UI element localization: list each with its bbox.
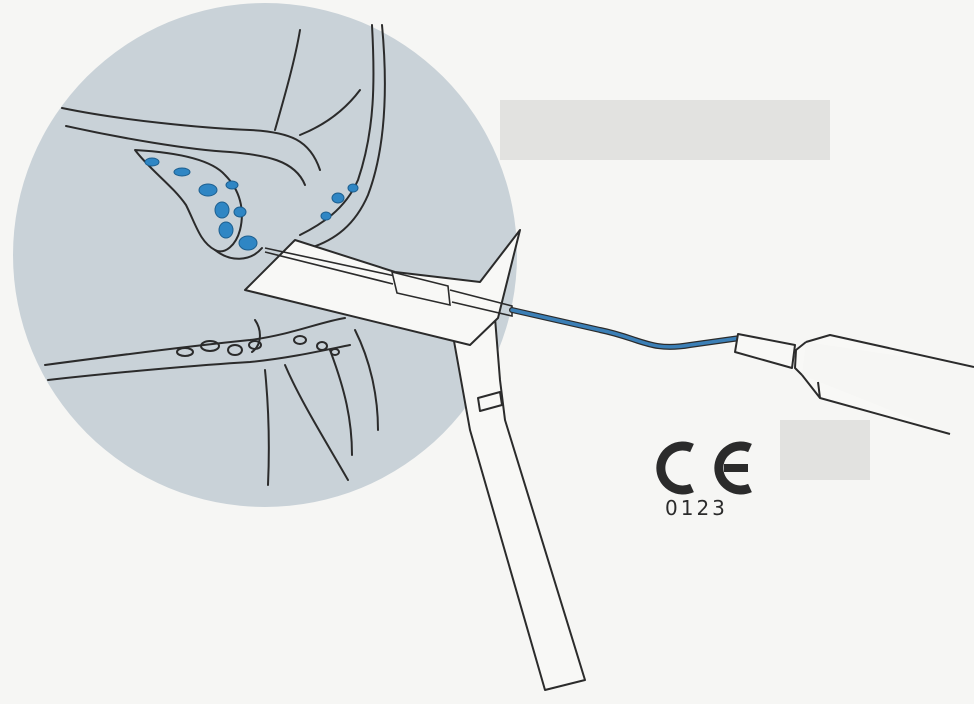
syringe (735, 334, 974, 434)
ce-notified-body-number: 0123 (665, 496, 728, 520)
background-smudges (500, 100, 870, 480)
blue-tube (512, 310, 740, 347)
instrument-handle (452, 318, 585, 690)
magnified-view-circle (13, 3, 517, 507)
